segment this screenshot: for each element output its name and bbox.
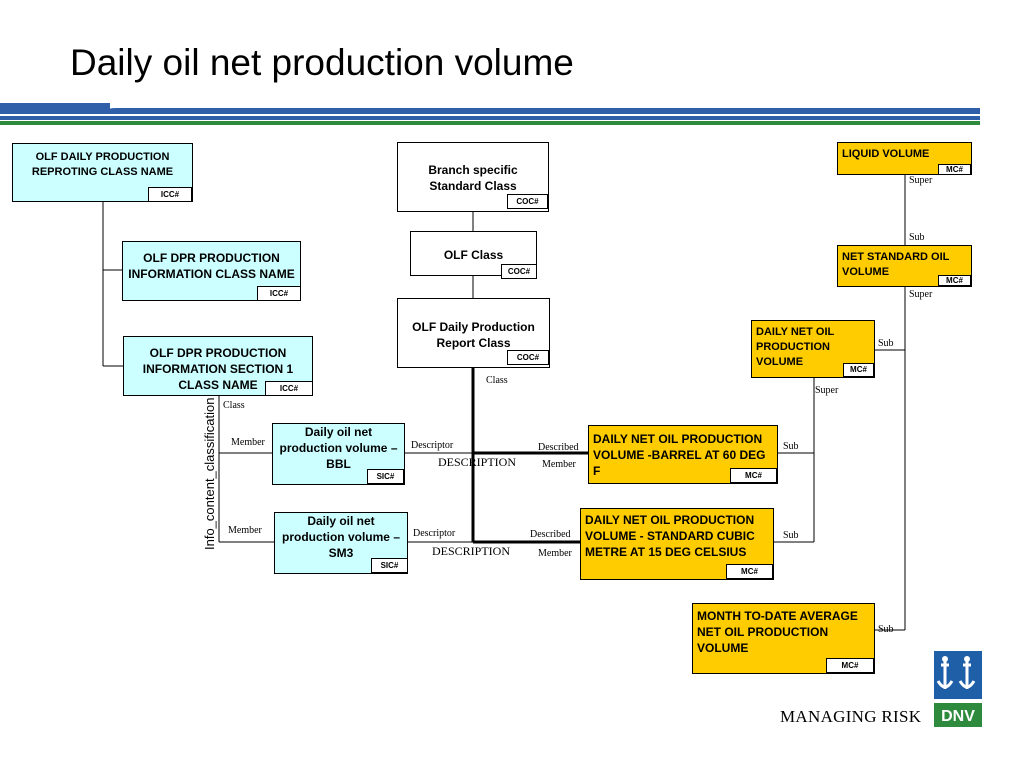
olf-daily-production-class-box[interactable]: OLF DAILY PRODUCTION REPROTING CLASS NAM… xyxy=(12,143,193,202)
page-title: Daily oil net production volume xyxy=(70,42,574,83)
daily-net-oil-barrel-box[interactable]: DAILY NET OIL PRODUCTION VOLUME -BARREL … xyxy=(588,425,778,484)
mc-tag: MC# xyxy=(843,363,874,377)
coc-tag: COC# xyxy=(507,350,549,365)
box-text: DAILY NET OIL PRODUCTION VOLUME xyxy=(756,326,835,368)
super-label-daily-net: Super xyxy=(815,385,839,396)
class-label-middle: Class xyxy=(486,375,508,386)
box-text: OLF DAILY PRODUCTION REPROTING CLASS NAM… xyxy=(31,151,174,178)
dpr-info-section-class-box[interactable]: OLF DPR PRODUCTION INFORMATION SECTION 1… xyxy=(123,336,313,396)
box-text: DAILY NET OIL PRODUCTION VOLUME -BARREL … xyxy=(593,432,766,478)
sub-label-month: Sub xyxy=(878,624,894,635)
member-label-cubic: Member xyxy=(538,548,572,559)
description-label-bbl: DESCRIPTION xyxy=(438,455,517,469)
sic-tag: SIC# xyxy=(371,558,408,573)
sub-label-cubic: Sub xyxy=(783,530,799,541)
descriptor-label-sm3: Descriptor xyxy=(413,528,456,539)
anchor-icon: DNV xyxy=(934,651,982,727)
olf-class-box[interactable]: OLF Class COC# xyxy=(410,231,537,279)
member-label-sm3: Member xyxy=(228,525,262,536)
member-label-bbl: Member xyxy=(231,437,265,448)
sub-label-net-std: Sub xyxy=(909,232,925,243)
icc-tag: ICC# xyxy=(265,381,313,396)
described-label-sm3: Described xyxy=(530,529,571,540)
box-text: DAILY NET OIL PRODUCTION VOLUME - STANDA… xyxy=(585,513,755,559)
month-to-date-average-box[interactable]: MONTH TO-DATE AVERAGE NET OIL PRODUCTION… xyxy=(692,603,875,674)
icc-tag: ICC# xyxy=(257,286,301,301)
super-label-liquid: Super xyxy=(909,175,933,186)
mc-tag: MC# xyxy=(938,164,971,175)
box-text: Branch specific Standard Class xyxy=(428,163,518,193)
mc-tag: MC# xyxy=(730,468,777,483)
info-content-classification-label: Info_content_classification xyxy=(202,397,217,550)
sub-label-daily-net: Sub xyxy=(878,338,894,349)
box-text: OLF Daily Production Report Class xyxy=(412,320,535,350)
box-text: MONTH TO-DATE AVERAGE NET OIL PRODUCTION… xyxy=(697,609,858,655)
sm3-standard-item-box[interactable]: Daily oil net production volume – SM3 SI… xyxy=(274,512,408,574)
descriptor-label-bbl: Descriptor xyxy=(411,440,454,451)
dnv-logo-text: DNV xyxy=(941,708,975,725)
mc-tag: MC# xyxy=(826,658,874,673)
coc-tag: COC# xyxy=(507,194,548,209)
box-text: Daily oil net production volume – BBL xyxy=(279,425,398,471)
olf-dpr-class-box[interactable]: OLF Daily Production Report Class COC# xyxy=(397,298,550,368)
liquid-volume-box[interactable]: LIQUID VOLUME MC# xyxy=(837,142,972,175)
dpr-production-info-class-box[interactable]: OLF DPR PRODUCTION INFORMATION CLASS NAM… xyxy=(122,241,301,301)
box-text: OLF DPR PRODUCTION INFORMATION SECTION 1… xyxy=(142,346,294,392)
described-label-bbl: Described xyxy=(538,442,579,453)
box-text: Daily oil net production volume – SM3 xyxy=(281,514,400,560)
super-label-net-std: Super xyxy=(909,289,933,300)
box-text: OLF DPR PRODUCTION INFORMATION CLASS NAM… xyxy=(128,251,295,281)
box-text: LIQUID VOLUME xyxy=(842,148,930,160)
dnv-logo: DNV xyxy=(934,651,982,727)
member-label-barrel: Member xyxy=(542,459,576,470)
net-standard-oil-volume-box[interactable]: NET STANDARD OIL VOLUME MC# xyxy=(837,245,972,287)
description-label-sm3: DESCRIPTION xyxy=(432,544,511,558)
managing-risk-tagline: MANAGING RISK xyxy=(780,707,922,726)
class-label-left: Class xyxy=(223,400,245,411)
box-text: OLF Class xyxy=(443,248,504,262)
sic-tag: SIC# xyxy=(367,469,404,484)
mc-tag: MC# xyxy=(938,275,971,286)
bbl-standard-item-box[interactable]: Daily oil net production volume – BBL SI… xyxy=(272,423,405,485)
mc-tag: MC# xyxy=(726,564,773,579)
icc-tag: ICC# xyxy=(148,187,192,202)
daily-net-oil-cubic-metre-box[interactable]: DAILY NET OIL PRODUCTION VOLUME - STANDA… xyxy=(580,508,774,580)
coc-tag: COC# xyxy=(501,264,537,279)
box-text: NET STANDARD OIL VOLUME xyxy=(842,251,950,278)
sub-label-barrel: Sub xyxy=(783,441,799,452)
branch-standard-class-box[interactable]: Branch specific Standard Class COC# xyxy=(397,142,549,212)
daily-net-oil-volume-box[interactable]: DAILY NET OIL PRODUCTION VOLUME MC# xyxy=(751,320,875,378)
